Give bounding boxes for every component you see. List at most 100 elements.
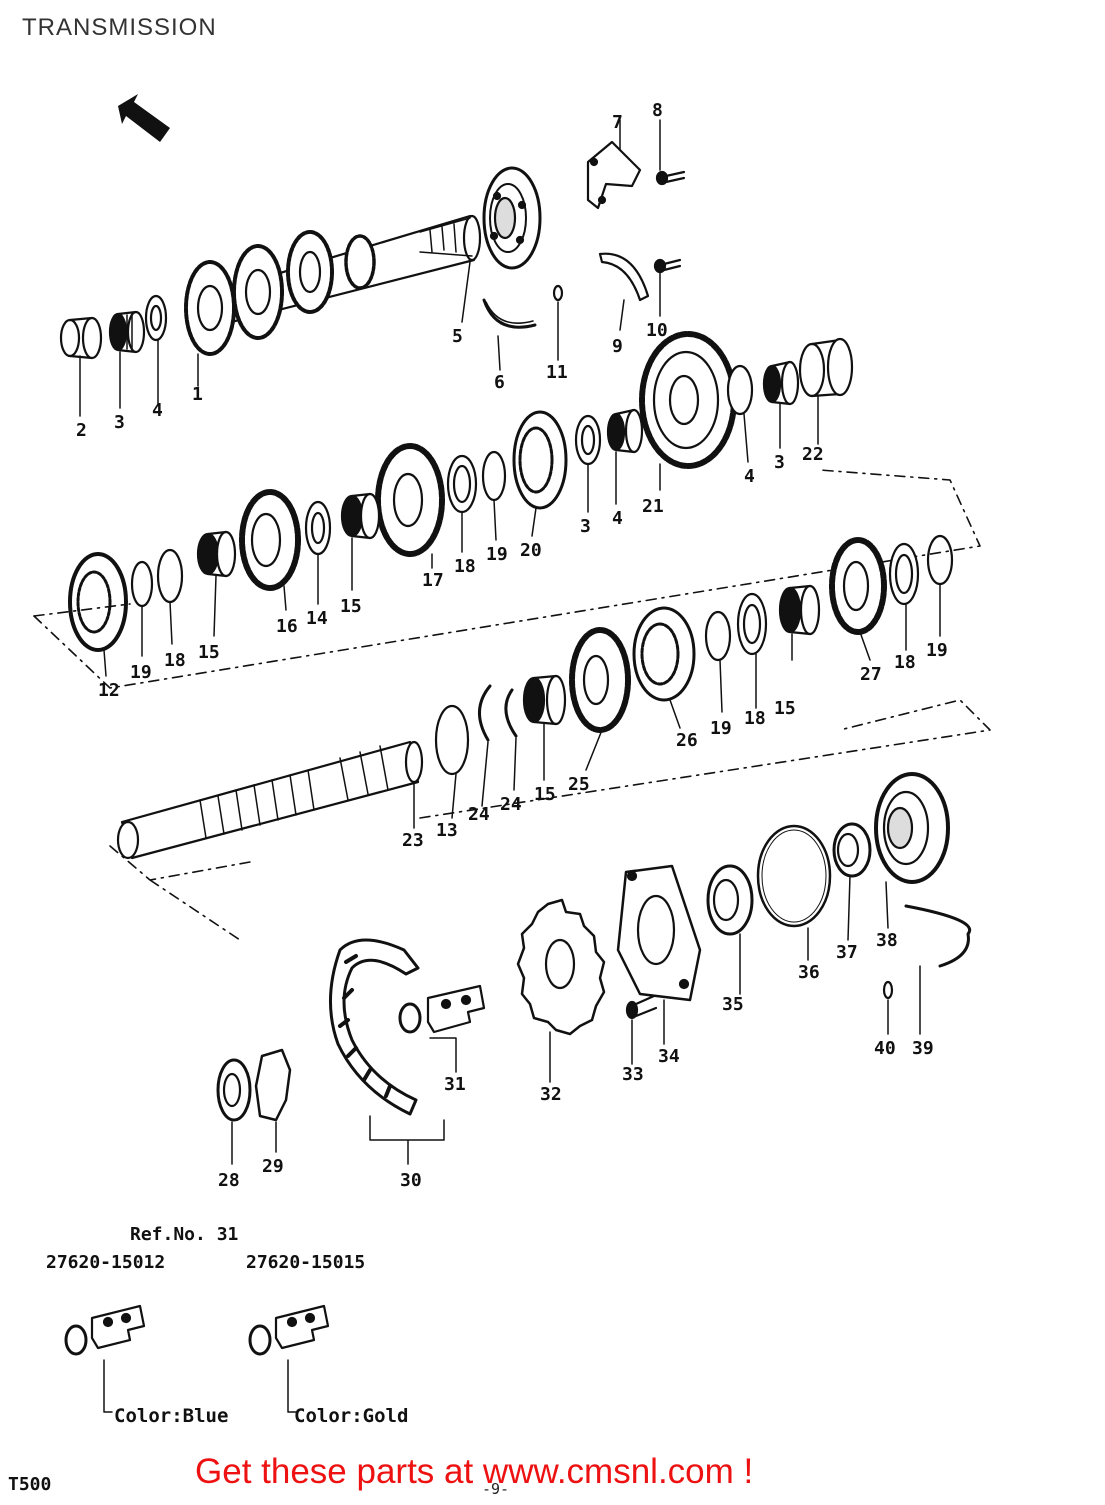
callout-21: 21 [642, 496, 664, 517]
page-title: TRANSMISSION [22, 14, 217, 41]
washer-part-4c [574, 414, 602, 466]
callout-10: 10 [646, 320, 668, 341]
callout-32: 32 [540, 1084, 562, 1105]
callout-18a: 18 [454, 556, 476, 577]
callout-4c: 3 [580, 516, 591, 537]
callout-2: 2 [76, 420, 87, 441]
callout-40: 40 [874, 1038, 896, 1059]
gear-part-12 [68, 552, 128, 652]
circlip-part-19c [926, 534, 954, 586]
lock-washer-part-29 [254, 1048, 292, 1122]
callout-24a: 24 [468, 804, 490, 825]
primary-shaft-part-1 [184, 214, 482, 356]
callout-18b: 18 [164, 650, 186, 671]
callout-12: 12 [98, 680, 120, 701]
callout-20: 20 [520, 540, 542, 561]
screw-part-8 [655, 170, 686, 186]
callout-numbers: 2 3 4 1 5 6 11 7 8 9 10 4 3 22 21 3 4 20… [76, 100, 948, 1191]
oil-seal-part-37 [832, 822, 872, 878]
output-components [216, 772, 972, 1165]
front-arrow-icon [118, 94, 170, 142]
color-label-blue: Color:Blue [114, 1405, 229, 1427]
half-washer-part-24a [504, 688, 518, 738]
callout-36: 36 [798, 962, 820, 983]
c-ring-part-6 [482, 298, 537, 329]
driveshaft-part-23 [116, 740, 424, 860]
cover-part-34 [616, 864, 702, 1002]
callout-14: 14 [306, 608, 328, 629]
callout-18c: 18 [894, 652, 916, 673]
needle-bearing-part-15d [522, 674, 567, 726]
callout-26: 26 [676, 730, 698, 751]
callout-3: 3 [114, 412, 125, 433]
circlip-part-19a [481, 450, 507, 502]
callout-27: 27 [860, 664, 882, 685]
needle-bearing-part-3c [606, 408, 644, 454]
callout-17: 17 [422, 570, 444, 591]
o-ring-part-36 [756, 824, 832, 928]
washer-part-18a [446, 454, 478, 514]
callout-7: 7 [612, 112, 623, 133]
page-number: -9- [482, 1480, 510, 1498]
callout-4: 4 [152, 400, 163, 421]
ref-note-drawings [64, 1304, 330, 1413]
half-washer-part-24b [478, 684, 492, 742]
callout-6: 6 [494, 372, 505, 393]
callout-11: 11 [546, 362, 568, 383]
washer-part-14 [304, 500, 332, 556]
callout-15a: 15 [340, 596, 362, 617]
washer-part-18d [736, 592, 768, 656]
callout-3b: 3 [774, 452, 785, 473]
bearing-part-38 [874, 772, 950, 884]
callout-39: 39 [912, 1038, 934, 1059]
callout-33: 33 [622, 1064, 644, 1085]
callout-3c: 4 [612, 508, 623, 529]
callout-30: 30 [400, 1170, 422, 1191]
chain-joint-variant-blue [64, 1304, 146, 1413]
callout-13: 13 [436, 820, 458, 841]
callout-8: 8 [652, 100, 663, 121]
chain-joint-variant-gold [248, 1304, 330, 1413]
callout-19a: 19 [486, 544, 508, 565]
callout-4b: 4 [744, 466, 755, 487]
bushing-part-22 [798, 337, 854, 398]
callout-15c: 15 [774, 698, 796, 719]
washer-part-4 [144, 294, 168, 342]
callout-38: 38 [876, 930, 898, 951]
bearing-part-5 [482, 166, 542, 270]
stopper-plate-part-7 [586, 140, 642, 210]
washer-part-18b [156, 548, 184, 604]
promo-link[interactable]: Get these parts at www.cmsnl.com ! [195, 1452, 754, 1491]
circlip-part-13 [434, 704, 470, 776]
part-number-gold: 27620-15015 [246, 1252, 366, 1273]
callout-15b: 15 [198, 642, 220, 663]
gear-part-16 [239, 489, 301, 591]
callout-15d: 15 [534, 784, 556, 805]
callout-9: 9 [612, 336, 623, 357]
pin-part-11 [552, 284, 564, 302]
part-number-blue: 27620-15012 [46, 1252, 166, 1273]
sprocket-part-32 [516, 898, 606, 1036]
chain-part-30 [329, 938, 420, 1116]
callout-35: 35 [722, 994, 744, 1015]
needle-bearing-part-15b [196, 530, 237, 578]
screw-part-10 [653, 258, 682, 274]
callout-24b: 24 [500, 794, 522, 815]
callout-18d: 18 [744, 708, 766, 729]
callout-34: 34 [658, 1046, 680, 1067]
gear-part-17 [375, 443, 445, 557]
model-label: T500 [8, 1474, 52, 1495]
washer-part-4b [726, 364, 754, 416]
gear-part-26 [632, 606, 696, 702]
retainer-part-9 [598, 252, 650, 302]
drive-gears-row [33, 331, 981, 689]
callout-37: 37 [836, 942, 858, 963]
callout-29: 29 [262, 1156, 284, 1177]
callout-23: 23 [402, 830, 424, 851]
gear-part-20 [512, 410, 568, 510]
callout-19b: 19 [130, 662, 152, 683]
needle-bearing-part-15c [778, 584, 821, 636]
callout-19c: 19 [926, 640, 948, 661]
